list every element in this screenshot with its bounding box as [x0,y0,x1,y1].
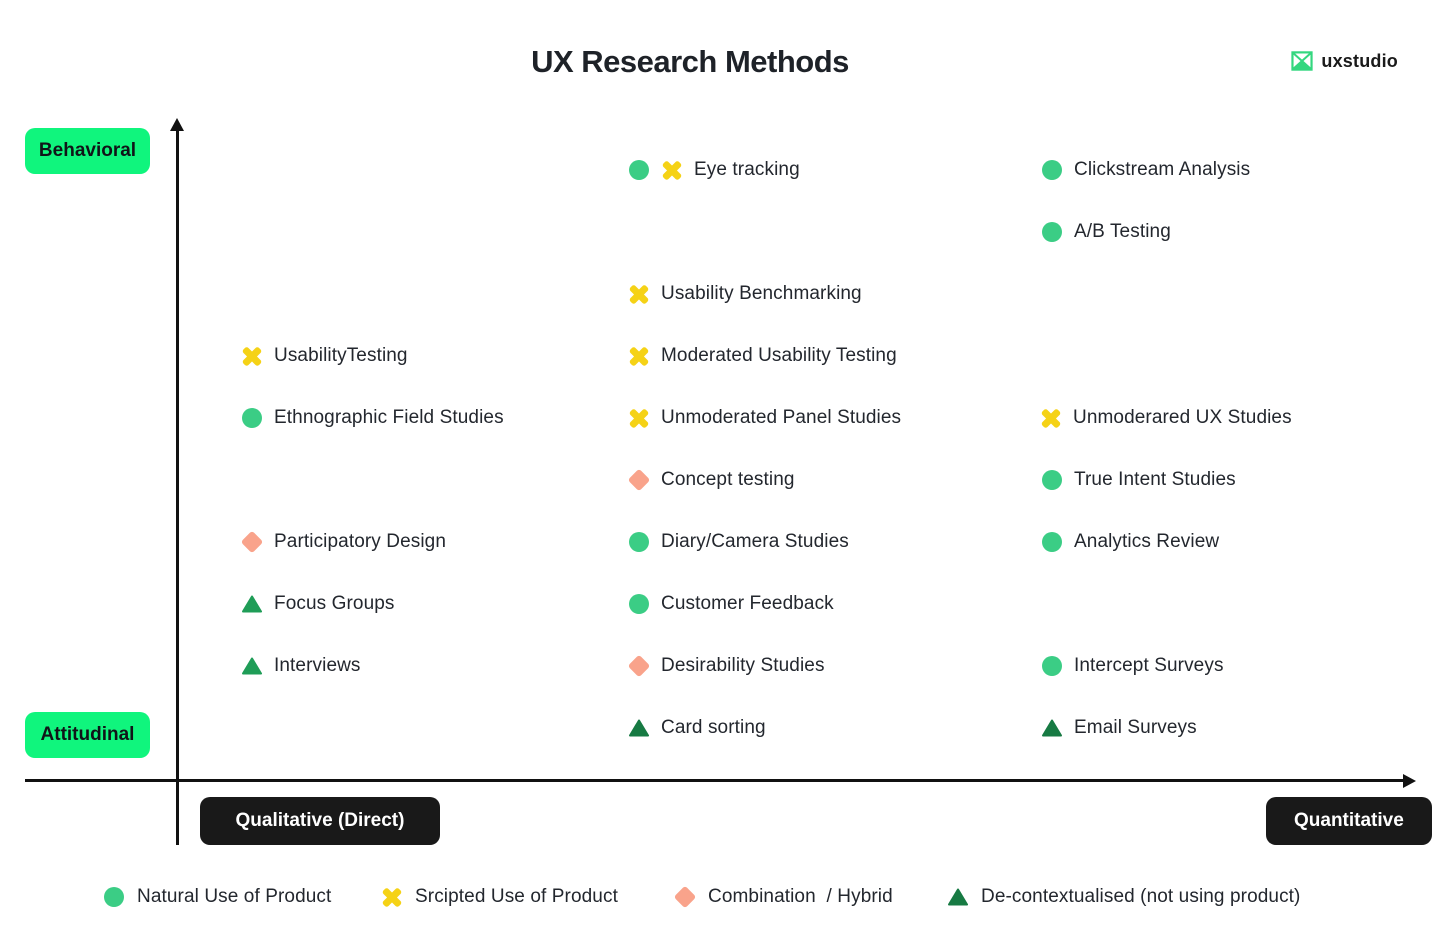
y-axis-bottom-label: Attitudinal [25,712,150,758]
decontextualised-icon [241,655,263,677]
scripted-use-icon [381,886,403,908]
method-item: Intercept Surveys [1041,652,1224,680]
natural-use-icon [103,886,125,908]
method-item: Ethnographic Field Studies [241,404,504,432]
method-item: Desirability Studies [628,652,825,680]
method-item: Analytics Review [1041,528,1219,556]
method-item: Diary/Camera Studies [628,528,849,556]
method-label: Clickstream Analysis [1074,159,1251,180]
method-label: Moderated Usability Testing [661,345,897,366]
natural-use-icon [628,159,650,181]
method-label: De-contextualised (not using product) [981,886,1301,907]
method-item: Interviews [241,652,361,680]
method-label: True Intent Studies [1074,469,1236,490]
legend-item: Srcipted Use of Product [381,883,618,911]
x-axis-left-label: Qualitative (Direct) [200,797,440,845]
x-axis-arrow-icon [1403,773,1416,788]
method-label: Card sorting [661,717,766,738]
scripted-use-icon [628,283,650,305]
scripted-use-icon [1040,407,1062,429]
method-item: Eye tracking [628,156,800,184]
method-item: Clickstream Analysis [1041,156,1250,184]
legend-item: De-contextualised (not using product) [947,883,1300,911]
natural-use-icon [628,593,650,615]
method-label: Focus Groups [274,593,395,614]
method-label: Interviews [274,655,361,676]
method-label: Analytics Review [1074,531,1220,552]
method-label: Participatory Design [274,531,447,552]
method-label: Combination / Hybrid [708,886,893,907]
method-item: Email Surveys [1041,714,1197,742]
uxstudio-logo-text: uxstudio [1321,50,1398,71]
decontextualised-icon [1041,717,1063,739]
legend-item: Natural Use of Product [103,883,331,911]
x-axis-right-label: Quantitative [1266,797,1432,845]
method-item: Unmoderated Panel Studies [628,404,901,432]
y-axis-arrow-icon [170,118,184,131]
method-label: Srcipted Use of Product [415,886,618,907]
method-label: Ethnographic Field Studies [274,407,504,428]
method-label: Intercept Surveys [1074,655,1224,676]
uxstudio-logo-icon [1291,50,1314,72]
legend-item: Combination / Hybrid [674,883,893,911]
combination-hybrid-icon [241,531,263,553]
method-label: Email Surveys [1074,717,1197,738]
natural-use-icon [1041,221,1063,243]
scripted-use-icon [628,345,650,367]
method-item: Concept testing [628,466,795,494]
page-title: UX Research Methods [531,44,849,79]
method-label: Eye tracking [694,159,800,180]
method-item: Moderated Usability Testing [628,342,897,370]
method-label: Unmoderared UX Studies [1073,407,1292,428]
method-label: A/B Testing [1074,221,1171,242]
method-item: Usability Benchmarking [628,280,862,308]
natural-use-icon [241,407,263,429]
method-item: Focus Groups [241,590,395,618]
method-label: Diary/Camera Studies [661,531,849,552]
method-label: Desirability Studies [661,655,825,676]
natural-use-icon [1041,159,1063,181]
y-axis-top-label: Behavioral [25,128,150,174]
method-label: Customer Feedback [661,593,834,614]
method-label: UsabilityTesting [274,345,408,366]
scripted-use-icon [628,407,650,429]
method-label: Unmoderated Panel Studies [661,407,902,428]
natural-use-icon [1041,655,1063,677]
decontextualised-icon [947,886,969,908]
decontextualised-icon [628,717,650,739]
method-item: Card sorting [628,714,766,742]
method-item: Unmoderared UX Studies [1040,404,1292,432]
uxstudio-logo: uxstudio [1291,50,1398,72]
combination-hybrid-icon [628,469,650,491]
method-label: Concept testing [661,469,795,490]
natural-use-icon [1041,469,1063,491]
method-item: UsabilityTesting [241,342,408,370]
method-item: Customer Feedback [628,590,834,618]
method-item: True Intent Studies [1041,466,1236,494]
method-item: Participatory Design [241,528,446,556]
method-label: Usability Benchmarking [661,283,862,304]
decontextualised-icon [241,593,263,615]
combination-hybrid-icon [628,655,650,677]
natural-use-icon [1041,531,1063,553]
method-label: Natural Use of Product [137,886,332,907]
scripted-use-icon [661,159,683,181]
natural-use-icon [628,531,650,553]
y-axis-line [176,127,179,845]
x-axis-line [25,779,1408,782]
scripted-use-icon [241,345,263,367]
method-item: A/B Testing [1041,218,1171,246]
combination-hybrid-icon [674,886,696,908]
